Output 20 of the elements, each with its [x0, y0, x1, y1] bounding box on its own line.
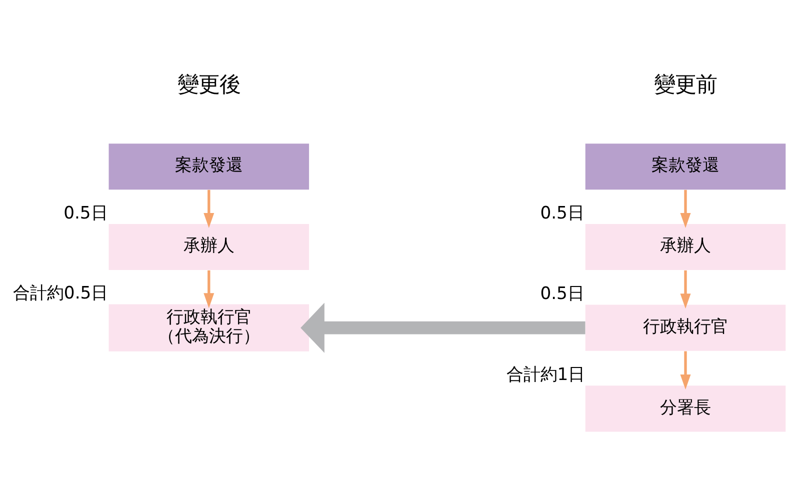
label: 變更後 — [177, 72, 240, 98]
arrow — [300, 302, 586, 353]
node-label: 合計約0.5日 — [12, 284, 108, 304]
node-box: 案款發還 — [108, 144, 310, 190]
node-box: 承辦人 — [108, 224, 310, 270]
node-label: 合計約1日 — [506, 365, 586, 386]
node-box: 行政執行官 — [585, 304, 786, 351]
arrow — [204, 190, 214, 228]
node-box: 承辦人 — [585, 224, 786, 270]
arrow — [680, 351, 691, 390]
node-box: 行政執行官 （代為決行） — [108, 304, 310, 352]
arrow — [680, 270, 691, 309]
node-label: 0.5日 — [64, 203, 108, 224]
node-box: 分署長 — [585, 386, 786, 432]
label: 變更前 — [654, 72, 717, 98]
node-label: 0.5日 — [540, 203, 584, 224]
arrow — [680, 190, 691, 228]
arrow — [204, 270, 214, 308]
node-box: 案款發還 — [585, 144, 786, 190]
node-label: 0.5日 — [540, 284, 584, 304]
